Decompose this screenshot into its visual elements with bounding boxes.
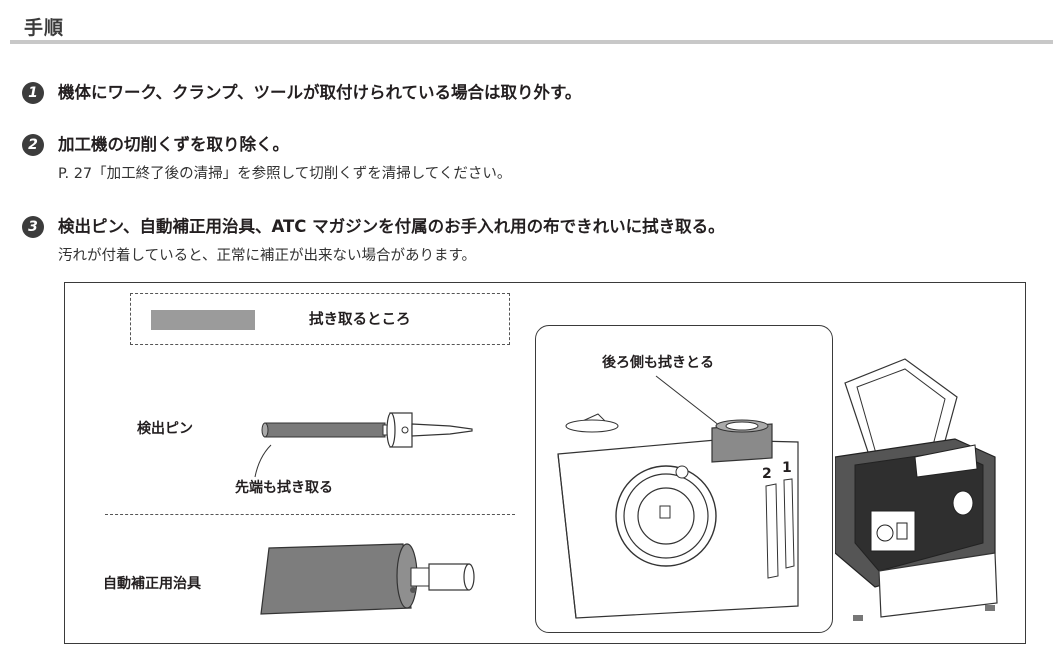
pin-tip-leader-line bbox=[254, 444, 272, 478]
legend-swatch bbox=[151, 310, 255, 330]
milling-machine-illustration bbox=[835, 358, 998, 621]
detection-pin-label: 検出ピン bbox=[137, 421, 193, 437]
step-heading-3: 検出ピン、自動補正用治具、ATC マガジンを付属のお手入れ用の布できれいに拭き取… bbox=[58, 217, 725, 236]
step-number-1: 1 bbox=[22, 82, 44, 104]
magazine-back-label: 後ろ側も拭きとる bbox=[602, 355, 714, 371]
section-divider bbox=[105, 514, 515, 515]
magazine-inset: 後ろ側も拭きとる 2 1 bbox=[535, 325, 833, 633]
step-heading-2: 加工機の切削くずを取り除く。 bbox=[58, 135, 289, 154]
legend-label: 拭き取るところ bbox=[309, 312, 411, 328]
magazine-number-1: 1 bbox=[782, 460, 792, 476]
step-description-2: P. 27「加工終了後の清掃」を参照して切削くずを清掃してください。 bbox=[58, 166, 512, 182]
cleaning-figure: 拭き取るところ 検出ピン 先端も拭き取る 自動補正用治具 後ろ側も拭きとる bbox=[64, 282, 1026, 644]
correction-jig-illustration bbox=[260, 543, 475, 615]
pin-tip-label: 先端も拭き取る bbox=[235, 480, 333, 496]
step-heading-1: 機体にワーク、クランプ、ツールが取付けられている場合は取り外す。 bbox=[58, 83, 582, 102]
atc-magazine-illustration: 2 1 bbox=[557, 375, 799, 619]
title-underline bbox=[10, 40, 1053, 44]
detection-pin-illustration bbox=[261, 412, 473, 448]
page-title: 手順 bbox=[24, 17, 65, 39]
jig-label: 自動補正用治具 bbox=[103, 576, 201, 592]
magazine-number-2: 2 bbox=[762, 466, 772, 482]
legend-box: 拭き取るところ bbox=[130, 293, 510, 345]
step-description-3: 汚れが付着していると、正常に補正が出来ない場合があります。 bbox=[58, 248, 477, 264]
step-number-2: 2 bbox=[22, 134, 44, 156]
step-number-3: 3 bbox=[22, 216, 44, 238]
